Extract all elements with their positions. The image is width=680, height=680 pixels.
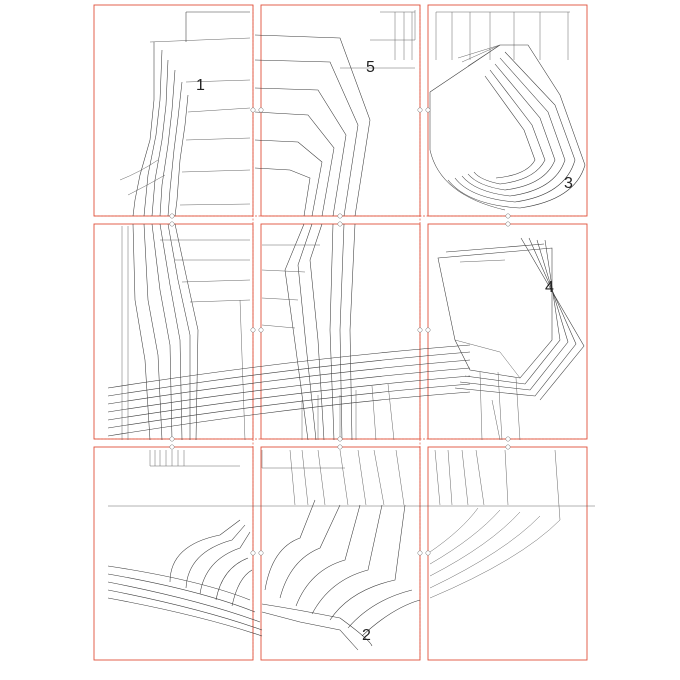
sheet-r1c2 — [260, 4, 421, 217]
registration-marks — [169, 107, 511, 556]
piece-5-label: 5 — [366, 59, 375, 76]
piece-1-label: 1 — [196, 77, 205, 94]
sheet-r3c1 — [93, 446, 254, 661]
piece-2-label: 2 — [362, 627, 371, 644]
piece-4-outlines — [437, 237, 585, 401]
piece-4-label: 4 — [545, 279, 554, 296]
piece-2-upper-outlines — [301, 371, 521, 441]
sheet-r2c3 — [427, 223, 588, 440]
sheet-r3c2 — [260, 446, 421, 661]
sheet-r2c2 — [260, 223, 421, 440]
piece-1-lower-outlines — [121, 223, 251, 441]
band-piece-outlines — [107, 344, 471, 437]
piece-3-label: 3 — [564, 175, 573, 192]
piece-1-outlines — [119, 11, 251, 217]
sheet-r3c3 — [427, 446, 588, 661]
piece-3-outlines — [429, 11, 586, 211]
piece-5-lower-outlines — [261, 223, 356, 441]
sheet-r1c1 — [93, 4, 254, 217]
piece-5-outlines — [254, 10, 416, 217]
piece-2-outlines — [107, 449, 595, 651]
